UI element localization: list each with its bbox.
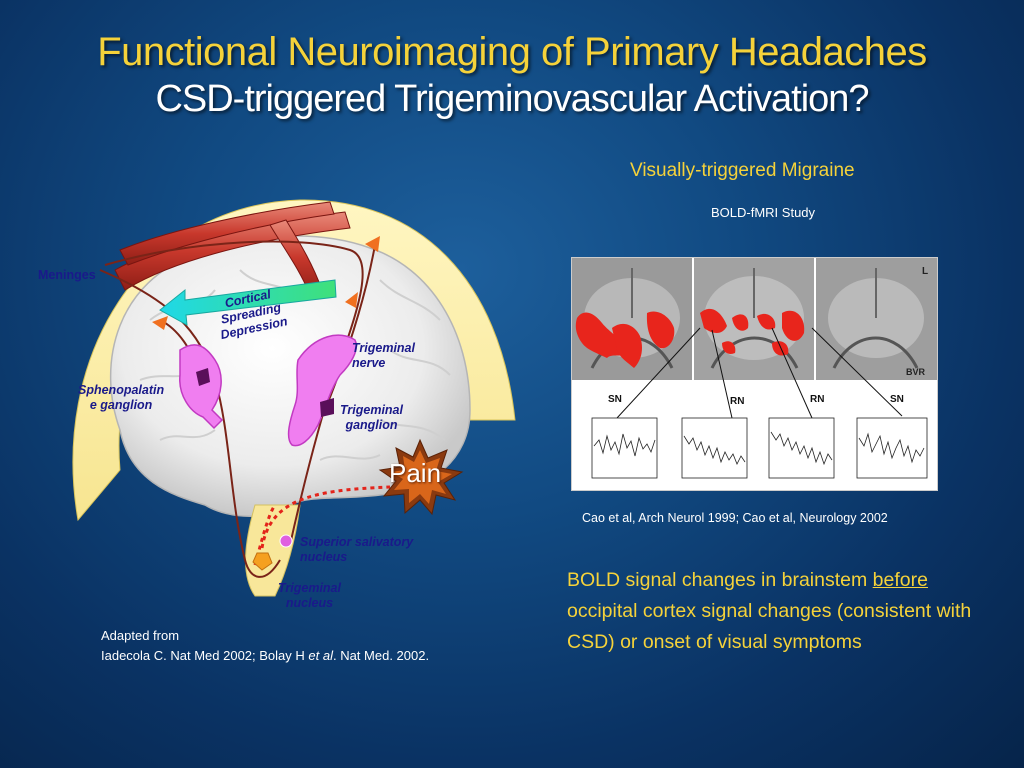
time-series-plots bbox=[591, 417, 928, 479]
label-pain: Pain bbox=[389, 458, 442, 488]
trigeminal-nucleus-marker bbox=[252, 552, 273, 571]
label-sphenopalatine-ganglion: Sphenopalatin e ganglion bbox=[78, 383, 165, 412]
study-finding: BOLD signal changes in brainstem before … bbox=[567, 569, 972, 653]
panel-label-rn-1: RN bbox=[730, 396, 744, 407]
label-trigeminal-ganglion: Trigeminal ganglion bbox=[340, 403, 403, 432]
brainstem bbox=[245, 504, 301, 597]
fmri-image: L BVR SN RN RN SN bbox=[572, 258, 937, 490]
study-heading: Visually-triggered Migraine bbox=[630, 160, 855, 181]
panel-label-l: L bbox=[922, 266, 928, 277]
sphenopalatine-ganglion bbox=[179, 344, 224, 430]
pain-pathway bbox=[260, 485, 391, 549]
superior-salivatory-nucleus-marker bbox=[279, 534, 293, 548]
fmri-figure: L BVR SN RN RN SN bbox=[571, 257, 938, 491]
panel-label-rn-2: RN bbox=[810, 394, 824, 405]
panel-label-sn-2: SN bbox=[890, 394, 904, 405]
pain-burst bbox=[378, 438, 464, 516]
diagram-citation: Adapted from Iadecola C. Nat Med 2002; B… bbox=[101, 628, 430, 663]
csd-arrow bbox=[159, 279, 337, 326]
label-trigeminal-nerve: Trigeminal nerve bbox=[352, 341, 415, 370]
label-trigeminal-nucleus: Trigeminal nucleus bbox=[278, 581, 341, 610]
panel-label-sn-1: SN bbox=[608, 394, 622, 405]
label-meninges: Meninges bbox=[38, 268, 96, 282]
study-subheading: BOLD-fMRI Study bbox=[711, 205, 816, 220]
study-citation: Cao et al, Arch Neurol 1999; Cao et al, … bbox=[582, 511, 888, 525]
bold-activation bbox=[575, 308, 805, 368]
slide-subtitle: CSD-triggered Trigeminovascular Activati… bbox=[155, 78, 869, 120]
slide-title: Functional Neuroimaging of Primary Heada… bbox=[97, 30, 927, 74]
trigeminal-ganglion bbox=[287, 334, 357, 447]
label-superior-salivatory-nucleus: Superior salivatory nucleus bbox=[300, 535, 414, 564]
trigeminovascular-diagram bbox=[72, 199, 516, 597]
panel-label-bvr: BVR bbox=[906, 367, 926, 377]
